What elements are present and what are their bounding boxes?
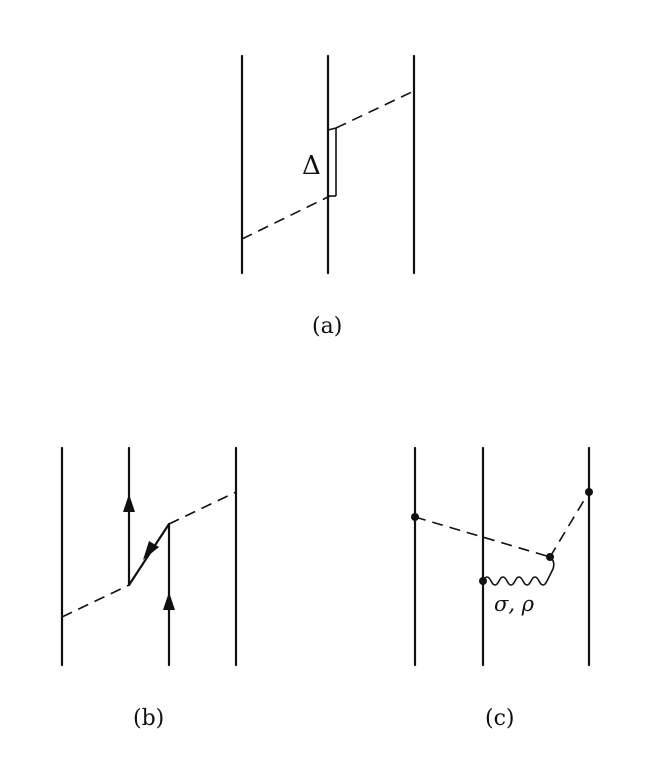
panel-c-vertex-1 (411, 513, 419, 521)
panel-b-arrow-up-lower (163, 592, 175, 610)
panel-b-arrow-diagonal (143, 541, 159, 560)
panel-c-wavy-exchange (482, 558, 555, 586)
panel-c-sigma-rho-label: σ, ρ (494, 592, 535, 616)
panel-b-meson-exchange-lower (61, 584, 130, 618)
panel-c-meson-exchange-long (414, 516, 551, 558)
panel-a-delta-cap-top (327, 127, 337, 131)
panel-a-caption: (a) (312, 314, 342, 339)
panel-b-caption: (b) (133, 706, 164, 731)
panel-b: (b) (60, 446, 238, 731)
panel-a-delta-label: Δ (302, 151, 321, 181)
panel-c-vertex-4 (585, 488, 593, 496)
panel-c-vertex-2 (479, 577, 487, 585)
panel-c-caption: (c) (485, 706, 515, 731)
panel-a-meson-exchange-lower (241, 195, 331, 240)
panel-c-meson-exchange-short (549, 491, 590, 558)
panel-c: σ, ρ (c) (411, 446, 593, 731)
panel-a-meson-exchange-upper (335, 90, 415, 129)
panel-b-meson-exchange-upper (168, 491, 237, 525)
panel-b-arrow-up-upper (123, 494, 135, 512)
panel-c-vertex-3 (546, 553, 554, 561)
panel-a: Δ (a) (240, 54, 416, 339)
